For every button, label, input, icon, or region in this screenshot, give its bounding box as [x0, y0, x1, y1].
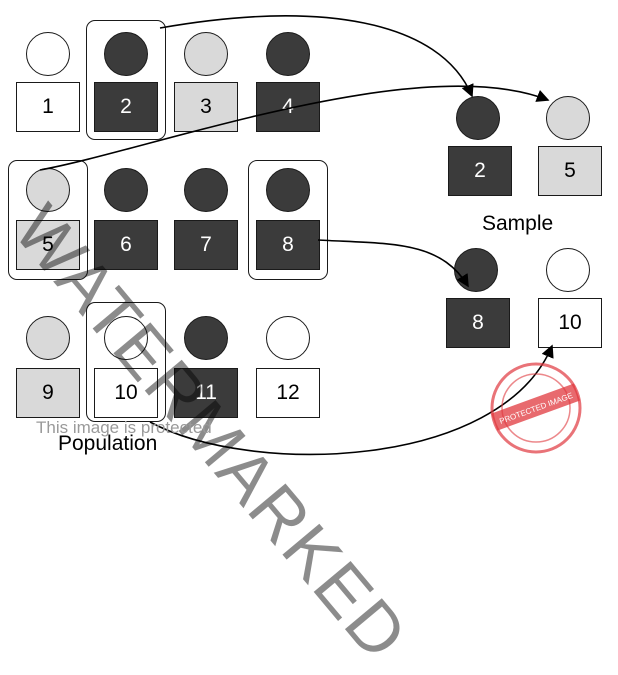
sample-label: Sample — [482, 212, 554, 235]
population-member-5: 5 — [16, 220, 80, 270]
population-member-10: 10 — [94, 368, 158, 418]
population-member-2: 2 — [94, 82, 158, 132]
population-member-9: 9 — [16, 368, 80, 418]
population-member-11: 11 — [174, 368, 238, 418]
selection-arrows — [39, 15, 554, 456]
person-head — [266, 32, 310, 76]
arrow-5-to-sample — [39, 85, 550, 171]
sample-member-2: 2 — [448, 146, 512, 196]
population-label: Population — [58, 432, 158, 455]
sample-member-8: 8 — [446, 298, 510, 348]
protected-caption: This image is protected — [36, 418, 212, 437]
sample-member-10: 10 — [538, 298, 602, 348]
arrow-8-to-sample — [317, 239, 469, 288]
person-head — [184, 168, 228, 212]
sample-head — [546, 96, 590, 140]
population-member-1: 1 — [16, 82, 80, 132]
arrow-2-to-sample — [159, 15, 474, 98]
selection-frame — [86, 302, 166, 422]
person-head — [104, 316, 148, 360]
arrow-10-to-sample — [149, 344, 554, 456]
sample-head — [456, 96, 500, 140]
selection-frame — [86, 20, 166, 140]
person-head — [104, 168, 148, 212]
person-head — [26, 168, 70, 212]
population-member-7: 7 — [174, 220, 238, 270]
population-member-12: 12 — [256, 368, 320, 418]
person-head — [184, 316, 228, 360]
person-head — [266, 316, 310, 360]
selection-frame — [248, 160, 328, 280]
person-head — [184, 32, 228, 76]
person-head — [104, 32, 148, 76]
sample-member-5: 5 — [538, 146, 602, 196]
person-head — [266, 168, 310, 212]
population-member-8: 8 — [256, 220, 320, 270]
person-head — [26, 32, 70, 76]
population-member-4: 4 — [256, 82, 320, 132]
protected-stamp-icon: PROTECTED IMAGE — [490, 362, 582, 454]
sample-head — [546, 248, 590, 292]
selection-frame — [8, 160, 88, 280]
person-head — [26, 316, 70, 360]
population-member-6: 6 — [94, 220, 158, 270]
